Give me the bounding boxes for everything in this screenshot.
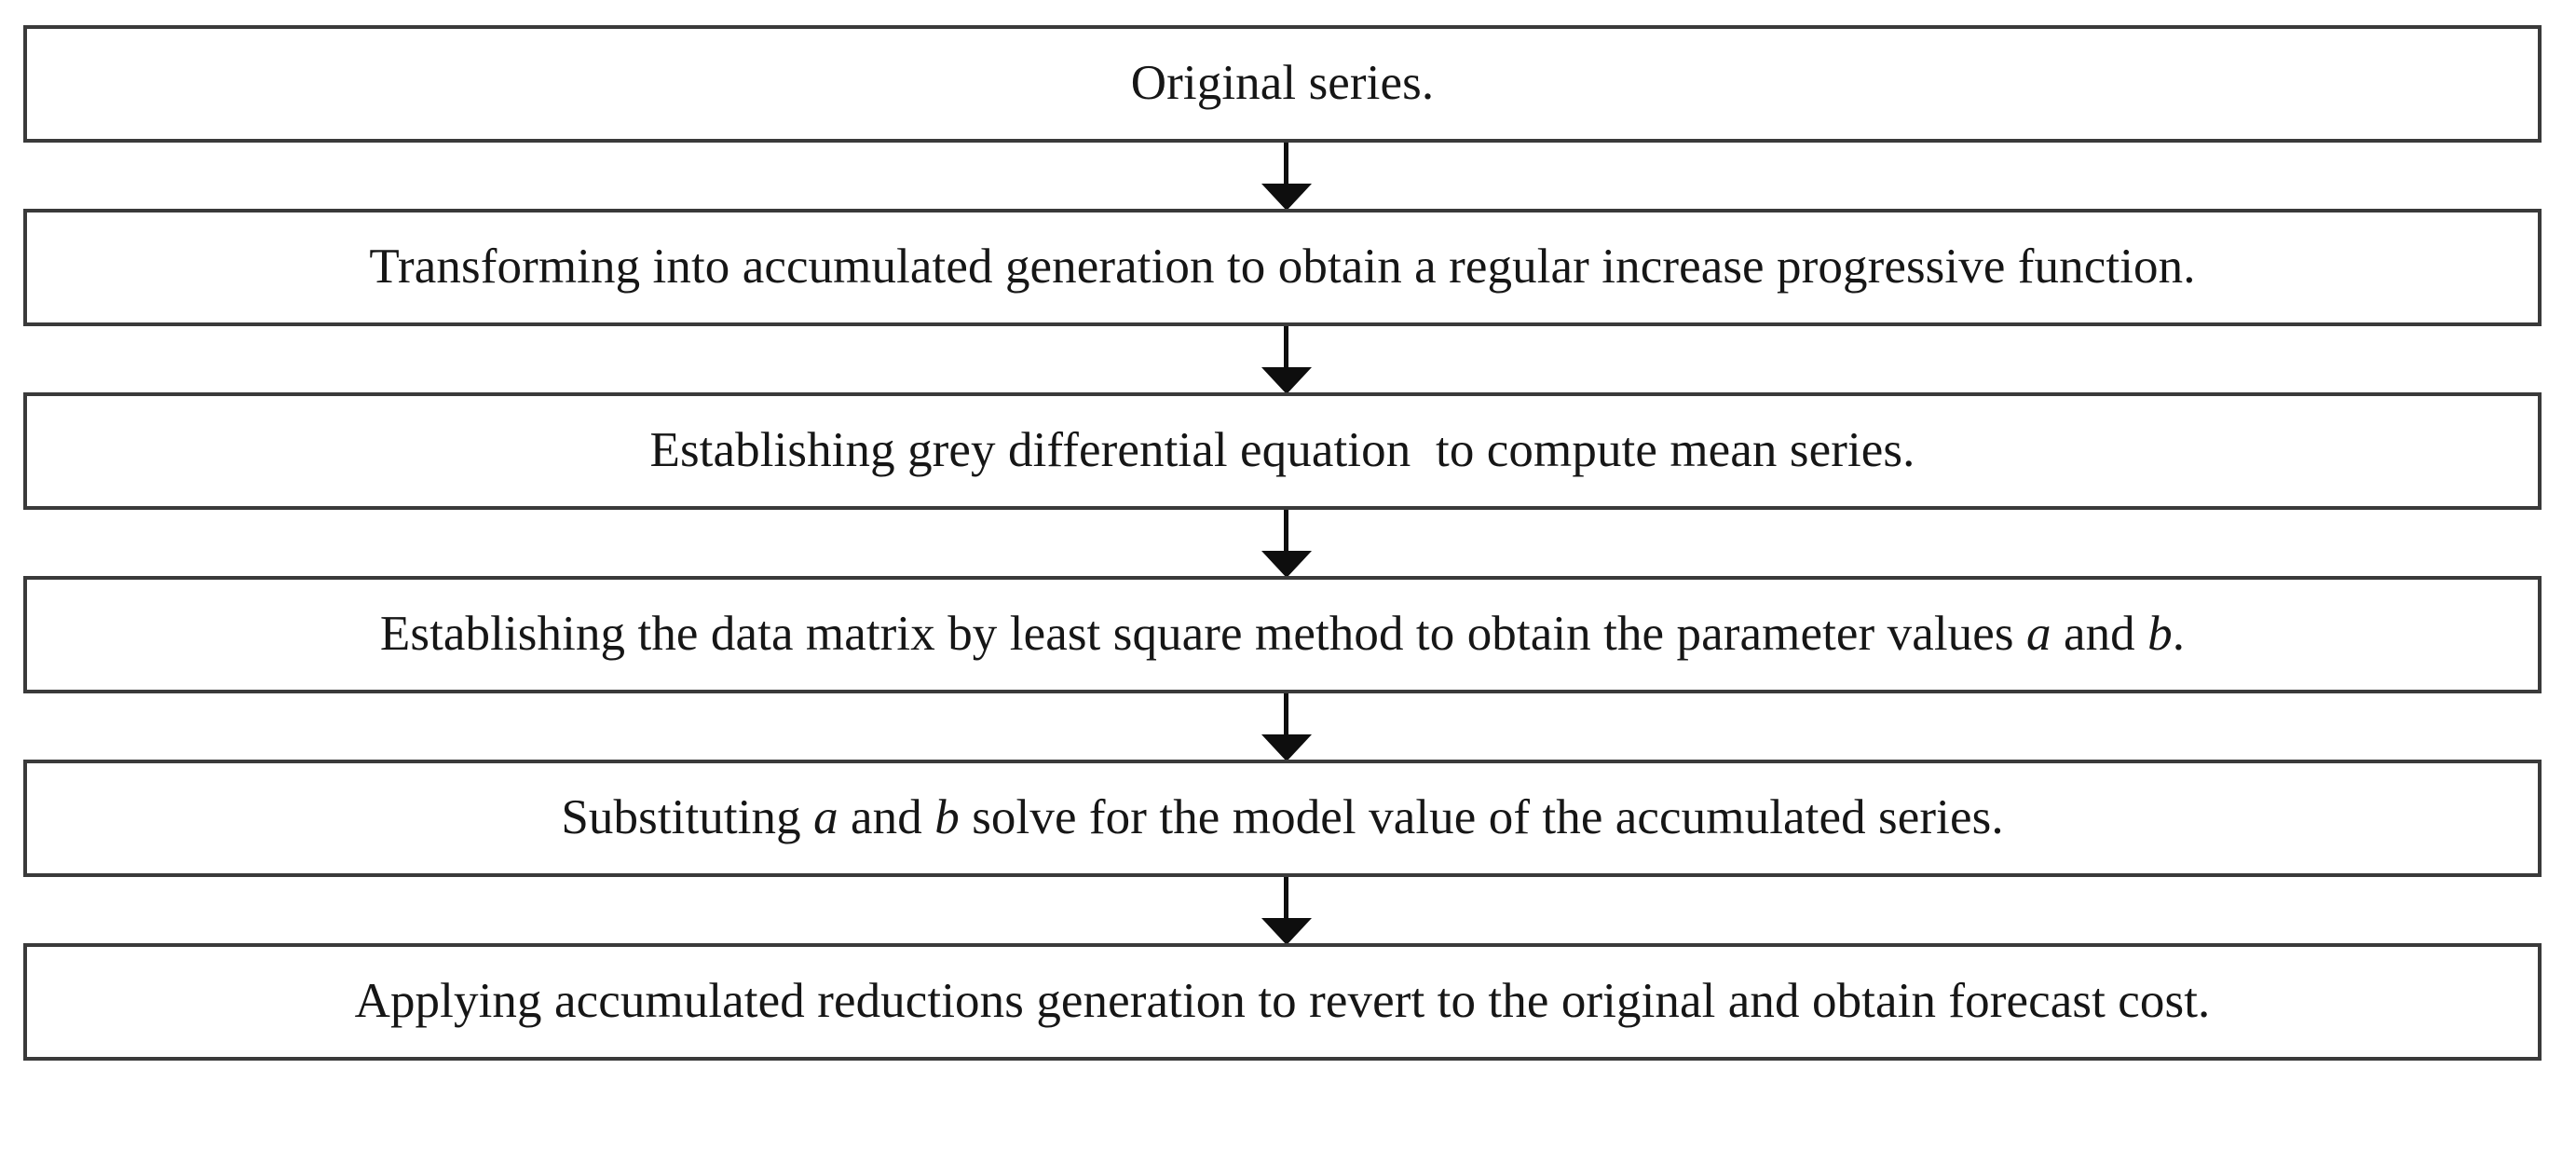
down-arrow-icon-2 [1261,367,1312,394]
arrow-shaft-3 [1284,510,1288,555]
flowchart-node-6: Applying accumulated reductions generati… [23,943,2542,1061]
flowchart-connector-1 [23,143,2542,211]
flowchart-connector-3 [23,510,2542,578]
down-arrow-icon-4 [1261,734,1312,761]
flowchart-node-5: Substituting a and b solve for the model… [23,760,2542,877]
flowchart-node-5-label: Substituting a and b solve for the model… [561,790,2004,845]
down-arrow-icon-3 [1261,551,1312,578]
flowchart-node-2-label: Transforming into accumulated generation… [369,240,2196,295]
flowchart-node-3: Establishing grey differential equation … [23,392,2542,510]
flowchart-node-4: Establishing the data matrix by least sq… [23,576,2542,693]
arrow-shaft-1 [1284,143,1288,187]
flowchart-node-stack: Original series. Transforming into accum… [23,25,2542,1061]
flowchart-connector-5 [23,877,2542,945]
arrow-shaft-4 [1284,693,1288,738]
down-arrow-icon-1 [1261,184,1312,211]
flowchart-node-1: Original series. [23,25,2542,143]
flowchart-node-2: Transforming into accumulated generation… [23,209,2542,326]
flowchart-connector-2 [23,326,2542,394]
flowchart-connector-4 [23,693,2542,761]
flowchart-node-6-label: Applying accumulated reductions generati… [354,974,2211,1029]
flowchart-node-3-label: Establishing grey differential equation … [649,423,1915,478]
arrow-shaft-5 [1284,877,1288,922]
down-arrow-icon-5 [1261,918,1312,945]
flowchart-node-1-label: Original series. [1130,56,1435,111]
arrow-shaft-2 [1284,326,1288,371]
flowchart-node-4-label: Establishing the data matrix by least sq… [379,607,2186,662]
